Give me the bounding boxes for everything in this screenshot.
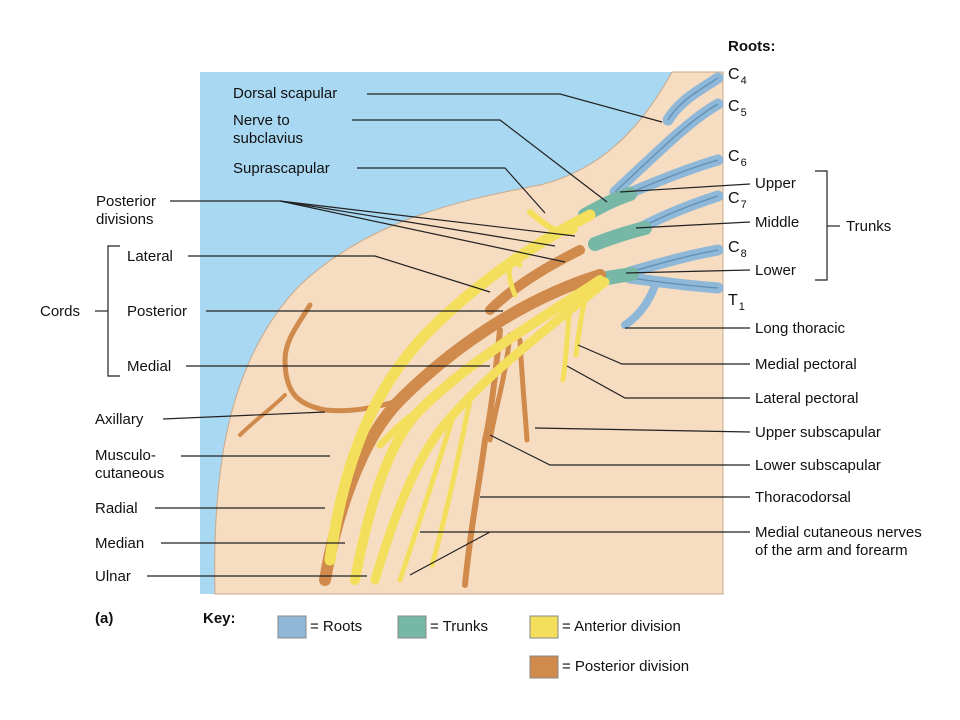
root-label-c6: C6 bbox=[728, 148, 747, 169]
label-long-thoracic: Long thoracic bbox=[755, 320, 846, 337]
lower-subscapular-path bbox=[487, 332, 513, 443]
label-median: Median bbox=[95, 535, 145, 552]
medial-cutaneous-forearm-path bbox=[397, 407, 458, 583]
label-cords: Cords bbox=[40, 303, 81, 320]
key-label-roots: = Roots bbox=[310, 618, 363, 635]
label-thoracodorsal: Thoracodorsal bbox=[755, 489, 851, 506]
label-trunks: Trunks bbox=[846, 218, 892, 235]
key-label-posterior: = Posterior division bbox=[562, 658, 690, 675]
lateral-pectoral-path bbox=[560, 297, 573, 383]
musculocutaneous-nerve-path bbox=[376, 406, 424, 449]
key-label-anterior: = Anterior division bbox=[562, 618, 681, 635]
label-medial-cord: Medial bbox=[127, 358, 172, 375]
label-upper-subscapular: Upper subscapular bbox=[755, 424, 881, 441]
label-lateral-pectoral: Lateral pectoral bbox=[755, 390, 859, 407]
suprascapular-nerve-path bbox=[527, 209, 578, 236]
label-lower-subscapular: Lower subscapular bbox=[755, 457, 881, 474]
label-lower-trunk: Lower bbox=[755, 262, 796, 279]
nerve-subclavius-path bbox=[506, 260, 523, 298]
label-axillary: Axillary bbox=[95, 411, 144, 428]
ulnar-nerve-path bbox=[370, 277, 610, 585]
label-dorsal-scapular: Dorsal scapular bbox=[233, 85, 338, 102]
key-swatch-roots bbox=[277, 615, 307, 639]
label-suprascapular: Suprascapular bbox=[233, 160, 330, 177]
lateral-cord-path bbox=[324, 209, 596, 566]
root-label-c7: C7 bbox=[728, 190, 747, 211]
roots-outline bbox=[614, 77, 719, 289]
key-swatch-trunks bbox=[397, 615, 427, 639]
medial-pectoral-path bbox=[573, 297, 588, 358]
root-label-c8: C8 bbox=[728, 239, 747, 260]
long-thoracic-nerve bbox=[621, 281, 659, 329]
label-middle-trunk: Middle bbox=[755, 214, 800, 231]
panel-label: (a) bbox=[95, 610, 114, 627]
label-upper-trunk: Upper bbox=[755, 175, 796, 192]
label-musculocutaneous: Musculo-cutaneous bbox=[95, 447, 165, 482]
label-posterior-divisions: Posterior divisions bbox=[96, 193, 157, 228]
label-radial: Radial bbox=[95, 500, 138, 517]
leader-lines bbox=[95, 93, 840, 577]
label-medial-cutaneous: Medial cutaneous nerves of the arm and f… bbox=[755, 524, 922, 559]
axillary-nerve-path bbox=[282, 302, 403, 414]
roots-title: Roots: bbox=[728, 38, 776, 55]
key-title: Key: bbox=[203, 610, 236, 627]
key-label-trunks: = Trunks bbox=[430, 618, 488, 635]
label-nerve-to-subclavius: Nerve to subclavius bbox=[233, 112, 304, 147]
label-medial-pectoral: Medial pectoral bbox=[755, 356, 857, 373]
key-swatch-anterior bbox=[529, 615, 559, 639]
key-swatches bbox=[277, 615, 559, 679]
posterior-cord-path bbox=[485, 245, 585, 315]
anterior-division-group bbox=[324, 209, 610, 585]
root-label-c4: C4 bbox=[728, 66, 747, 87]
label-posterior-cord: Posterior bbox=[127, 303, 188, 320]
label-lateral-cord: Lateral bbox=[127, 248, 173, 265]
trunk-middle bbox=[588, 221, 652, 251]
key-swatch-posterior bbox=[529, 655, 559, 679]
root-label-t1: T1 bbox=[728, 292, 745, 313]
root-label-c5: C5 bbox=[728, 98, 747, 119]
medial-cutaneous-arm-path bbox=[429, 397, 473, 568]
label-ulnar: Ulnar bbox=[95, 568, 131, 585]
